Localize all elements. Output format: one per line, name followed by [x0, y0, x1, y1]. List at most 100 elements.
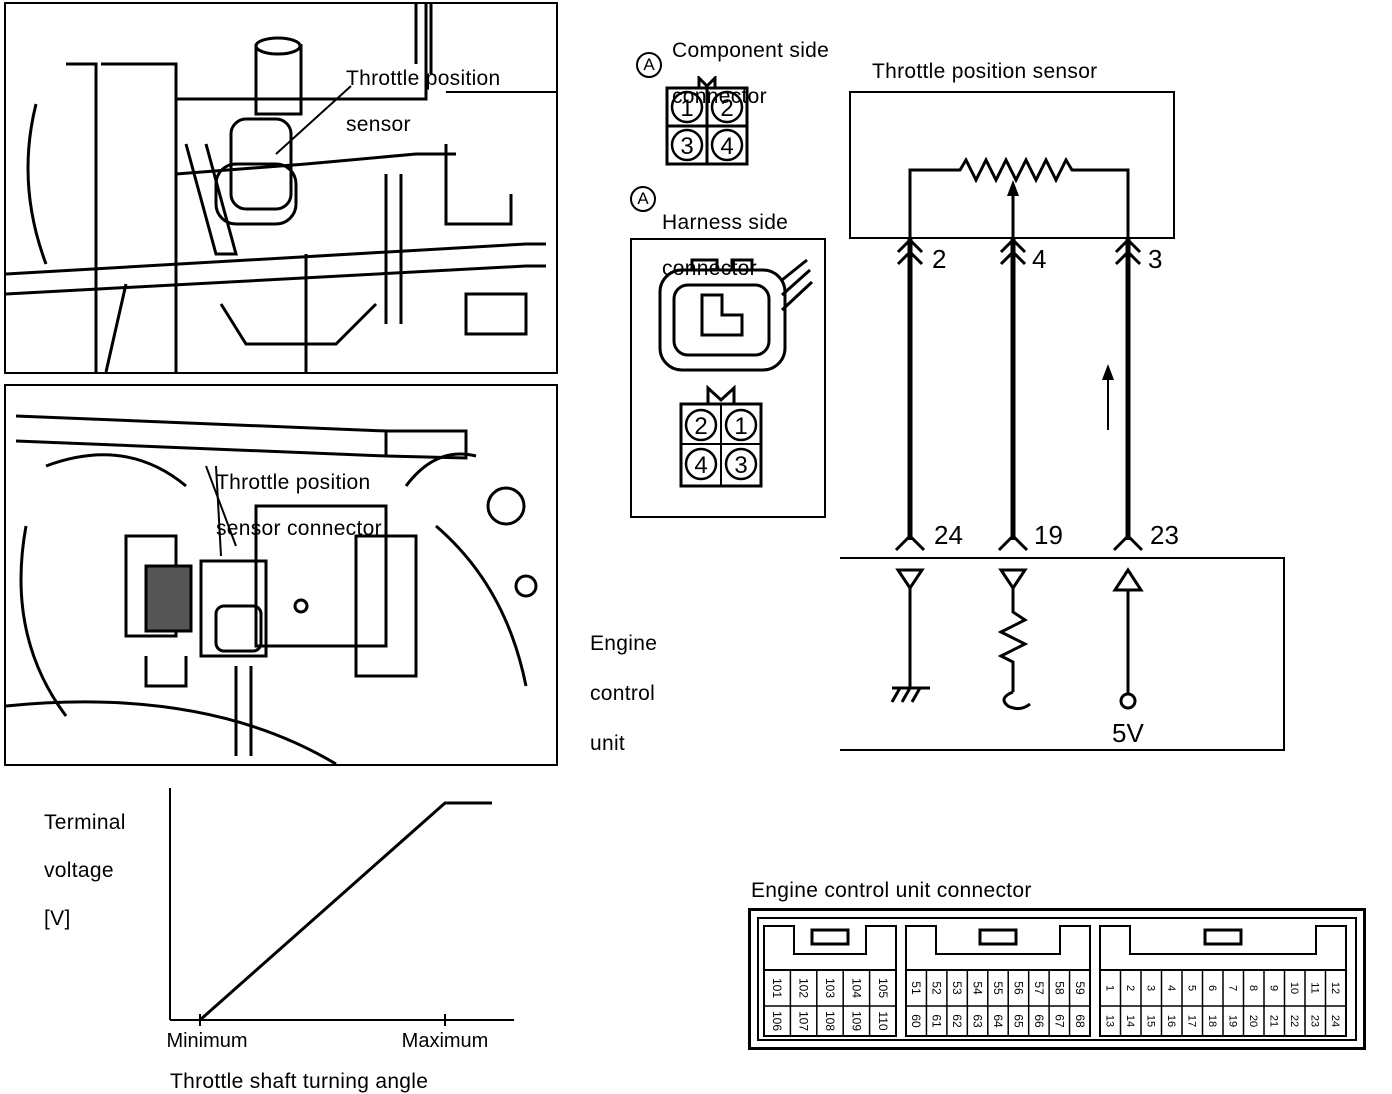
graph-y-label-line2: voltage [44, 859, 114, 882]
ecu-resistor [997, 588, 1029, 692]
ecu-pin-59: 59 [1073, 981, 1087, 995]
wiring-schematic: 2 4 3 24 19 23 5V [840, 91, 1285, 751]
ecu-pin-20: 20 [1247, 1015, 1259, 1027]
component-side-label-line2: connector [672, 85, 767, 108]
current-arrow-head [1102, 364, 1114, 380]
ecu-pin-13: 13 [1103, 1015, 1115, 1027]
sensor-terminal-4: 4 [1032, 244, 1046, 274]
ecu-pin-57: 57 [1032, 981, 1046, 995]
ecu-pin-9: 9 [1267, 985, 1279, 991]
engine-bay-drawing [6, 4, 556, 372]
ecu-pin-3: 3 [1144, 985, 1156, 991]
supply-voltage: 5V [1112, 718, 1144, 748]
ecu-terminal-19: 19 [1034, 520, 1063, 550]
ecu-pin-19: 19 [1226, 1015, 1238, 1027]
ecu-pin-5: 5 [1185, 985, 1197, 991]
harness-side-label-line1: Harness side [662, 211, 789, 234]
graph-tick-maximum: Maximum [402, 1030, 489, 1052]
voltage-graph: Minimum Maximum [166, 788, 514, 1052]
harness-a-symbol: A [630, 186, 656, 212]
ecu-pin-60: 60 [909, 1014, 923, 1028]
ecu-pin-17: 17 [1185, 1015, 1197, 1027]
harness-pin-label-2: 2 [694, 413, 707, 440]
connector-label-line2: sensor connector [216, 517, 382, 540]
ecu-pin-63: 63 [971, 1014, 985, 1028]
connector-harness-drawing [6, 414, 538, 764]
connector-location-illustration: Throttle position sensor connector [4, 384, 558, 766]
component-side-label: Component side connector [672, 16, 829, 131]
ecu-pin-2: 2 [1124, 985, 1136, 991]
ecu-pin-12: 12 [1329, 982, 1341, 994]
ecu-pin-4: 4 [1165, 985, 1177, 991]
ecu-pin-108: 108 [823, 1011, 837, 1031]
component-pin-label-4: 4 [720, 133, 733, 160]
ecu-pin-18: 18 [1206, 1015, 1218, 1027]
component-pin-1 [670, 90, 704, 124]
harness-pin-label-1: 1 [734, 413, 747, 440]
component-pin-label-2: 2 [720, 95, 733, 122]
ecu-connector-pinout: 1011061021071031081041091051105160526153… [763, 925, 1347, 1037]
graph-y-label-line1: Terminal [44, 811, 126, 834]
ecu-pin-107: 107 [797, 1011, 811, 1031]
ecu-pin-103: 103 [823, 978, 837, 998]
ecu-label: Engine control unit [590, 606, 657, 781]
sensor-potentiometer [908, 156, 1130, 238]
ecu-ground-curl [1002, 690, 1031, 711]
sensor-terminal-2: 2 [932, 244, 946, 274]
component-pin-4 [710, 128, 744, 162]
graph-y-label-line3: [V] [44, 907, 71, 930]
ecu-pin-109: 109 [849, 1011, 863, 1031]
connector-label-line1: Throttle position [216, 471, 371, 494]
ecu-connector-block-1 [763, 925, 897, 1037]
ecu-connector-title: Engine control unit connector [751, 879, 1032, 902]
ecu-pin-61: 61 [930, 1014, 944, 1028]
ecu-pin-16: 16 [1165, 1015, 1177, 1027]
ecu-pin-66: 66 [1032, 1014, 1046, 1028]
ecu-pin-54: 54 [971, 981, 985, 995]
harness-pin-3 [724, 447, 758, 481]
ecu-label-line2: control [590, 682, 656, 705]
harness-pin-label-3: 3 [734, 452, 747, 479]
ecu-pin-62: 62 [950, 1014, 964, 1028]
ecu-pin-53: 53 [950, 981, 964, 995]
component-side-label-line1: Component side [672, 39, 830, 62]
ground-symbol [890, 686, 930, 703]
ecu-terminal-24: 24 [934, 520, 963, 550]
ecu-label-line3: unit [590, 732, 626, 755]
graph-y-label: Terminal voltage [V] [44, 787, 126, 955]
sensor-terminal-3: 3 [1148, 244, 1162, 274]
ecu-pin-14: 14 [1124, 1015, 1136, 1027]
component-pin-label-3: 3 [680, 133, 693, 160]
component-pin-3 [670, 128, 704, 162]
ecu-pin-7: 7 [1226, 985, 1238, 991]
ecu-pin-10: 10 [1288, 982, 1300, 994]
ecu-pin-104: 104 [849, 978, 863, 998]
ecu-pin-11: 11 [1308, 982, 1320, 993]
ecu-pin-105: 105 [876, 978, 890, 998]
sensor-title: Throttle position sensor [872, 60, 1098, 83]
harness-pin-label-4: 4 [694, 452, 707, 479]
connector-label: Throttle position sensor connector [216, 448, 382, 563]
ecu-pin-6: 6 [1206, 985, 1218, 991]
ecu-pin-55: 55 [991, 981, 1005, 995]
ecu-connector-latch-1 [810, 928, 850, 946]
ecu-pin-68: 68 [1073, 1014, 1087, 1028]
ecu-box [840, 557, 1285, 751]
ecu-pin-110: 110 [876, 1011, 890, 1030]
ecu-pin-21: 21 [1267, 1015, 1279, 1027]
ecu-pin-15: 15 [1144, 1015, 1156, 1027]
ecu-label-line1: Engine [590, 632, 658, 655]
harness-connector-box: 2 1 4 3 [630, 238, 826, 518]
harness-pin-1 [724, 408, 758, 442]
sensor-location-illustration: Throttle position sensor [4, 2, 558, 374]
harness-pin-2 [684, 408, 718, 442]
ecu-connector-latch-3 [1203, 928, 1243, 946]
graph-tick-minimum: Minimum [166, 1030, 247, 1052]
sensor-label-line2: sensor [346, 113, 411, 136]
ecu-pin-23: 23 [1308, 1015, 1320, 1027]
ecu-pin-101: 101 [770, 978, 784, 998]
ecu-pin-58: 58 [1052, 981, 1066, 995]
ecu-pin-8: 8 [1247, 985, 1259, 991]
ecu-pin-24: 24 [1329, 1015, 1341, 1027]
connector-a-symbol: A [636, 52, 662, 78]
